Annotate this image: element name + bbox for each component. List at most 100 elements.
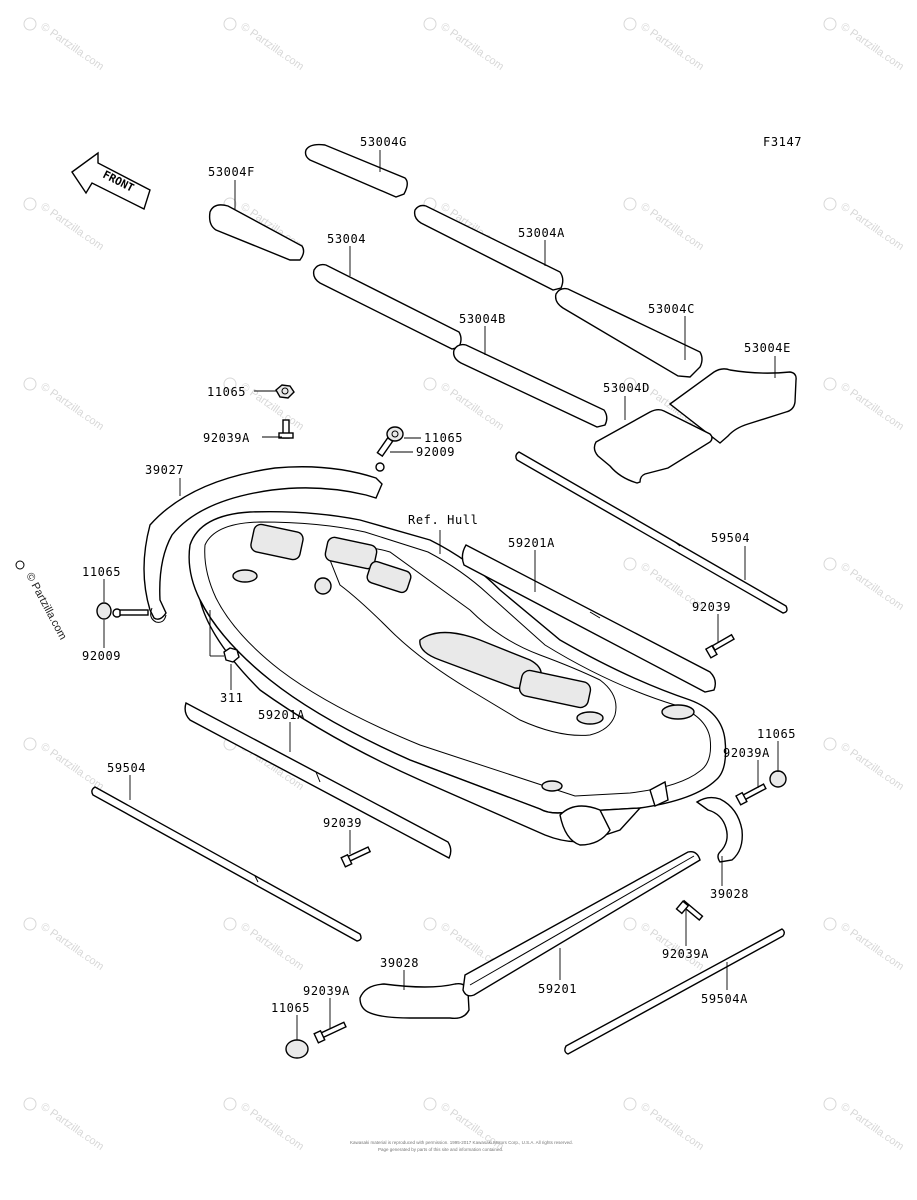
footer-line-1: Kawasaki material is reproduced with per… xyxy=(350,1140,573,1145)
label-92039A-bottom-left: 92039A xyxy=(303,984,350,998)
hull-transom-bracket xyxy=(649,780,669,807)
label-59201A-left: 59201A xyxy=(258,708,305,722)
watermark-33: © Partzilla.com xyxy=(623,1097,706,1153)
strip-59504-upper xyxy=(515,451,788,614)
label-53004A: 53004A xyxy=(518,226,565,240)
svg-text:© Partzilla.com: © Partzilla.com xyxy=(838,1101,906,1153)
bumper-39027 xyxy=(143,466,383,620)
svg-text:© Partzilla.com: © Partzilla.com xyxy=(838,561,906,613)
hull-nose-vent xyxy=(232,569,258,583)
svg-text:© Partzilla.com: © Partzilla.com xyxy=(38,921,106,973)
svg-text:© Partzilla.com: © Partzilla.com xyxy=(238,381,306,433)
bumpers xyxy=(91,451,788,1055)
svg-text:© Partzilla.com: © Partzilla.com xyxy=(638,21,706,73)
rivet-92039-left xyxy=(340,846,372,868)
watermark-24: © Partzilla.com xyxy=(823,737,906,793)
svg-text:© Partzilla.com: © Partzilla.com xyxy=(638,201,706,253)
watermark-29: © Partzilla.com xyxy=(823,917,906,973)
label-11065-mid: 11065 xyxy=(424,431,463,445)
bumper-39028-right xyxy=(695,796,743,863)
deck-mats xyxy=(208,143,797,484)
label-39028-left: 39028 xyxy=(380,956,419,970)
bumper-39027-clip xyxy=(150,607,167,623)
front-arrow-icon: FRONT xyxy=(71,151,151,210)
label-92039-right: 92039 xyxy=(692,600,731,614)
label-11065-left: 11065 xyxy=(82,565,121,579)
label-59201: 59201 xyxy=(538,982,577,996)
svg-text:© Partzilla.com: © Partzilla.com xyxy=(838,921,906,973)
watermark-31: © Partzilla.com xyxy=(223,1097,306,1153)
strip-59504-left xyxy=(91,786,362,942)
label-53004F: 53004F xyxy=(208,165,255,179)
side-watermark: © Partzilla.com xyxy=(15,560,69,642)
rivet-92039A-top xyxy=(278,419,294,439)
leader-lines xyxy=(103,150,779,1040)
watermark-19: © Partzilla.com xyxy=(823,557,906,613)
label-11065-top: 11065 xyxy=(207,385,246,399)
svg-text:© Partzilla.com: © Partzilla.com xyxy=(38,21,106,73)
watermark-20: © Partzilla.com xyxy=(23,737,106,793)
rail-59201A-right xyxy=(461,544,717,693)
watermark-3: © Partzilla.com xyxy=(423,17,506,73)
screw-92009-left xyxy=(112,608,149,618)
mat-53004D xyxy=(593,409,713,484)
label-92009-left: 92009 xyxy=(82,649,121,663)
rivet-92039A-bottom-right xyxy=(675,899,704,921)
watermark-26: © Partzilla.com xyxy=(223,917,306,973)
label-11065-right: 11065 xyxy=(757,727,796,741)
mat-53004C xyxy=(554,287,703,378)
svg-text:© Partzilla.com: © Partzilla.com xyxy=(838,381,906,433)
watermark-4: © Partzilla.com xyxy=(623,17,706,73)
mat-53004B xyxy=(452,343,608,428)
svg-text:© Partzilla.com: © Partzilla.com xyxy=(638,1101,706,1153)
svg-text:© Partzilla.com: © Partzilla.com xyxy=(838,741,906,793)
label-39027: 39027 xyxy=(145,463,184,477)
watermark-9: © Partzilla.com xyxy=(623,197,706,253)
watermark-34: © Partzilla.com xyxy=(823,1097,906,1153)
svg-text:© Partzilla.com: © Partzilla.com xyxy=(838,201,906,253)
rivet-92039A-right xyxy=(735,783,767,806)
fasteners xyxy=(96,384,787,1059)
svg-text:© Partzilla.com: © Partzilla.com xyxy=(438,21,506,73)
label-92039A-top: 92039A xyxy=(203,431,250,445)
label-59504-right: 59504 xyxy=(711,531,750,545)
svg-text:© Partzilla.com: © Partzilla.com xyxy=(38,381,106,433)
label-311: 311 xyxy=(220,691,243,705)
svg-text:© Partzilla.com: © Partzilla.com xyxy=(38,741,106,793)
mat-53004E xyxy=(668,368,797,444)
hull-rear-vent-left xyxy=(576,711,604,725)
svg-text:© Partzilla.com: © Partzilla.com xyxy=(438,1101,506,1153)
watermark-5: © Partzilla.com xyxy=(823,17,906,73)
watermark-2: © Partzilla.com xyxy=(223,17,306,73)
svg-text:© Partzilla.com: © Partzilla.com xyxy=(38,201,106,253)
mat-53004G xyxy=(304,143,408,198)
watermark-15: © Partzilla.com xyxy=(823,377,906,433)
label-53004: 53004 xyxy=(327,232,366,246)
hull-rear-vent-right xyxy=(661,704,695,720)
hull-seat xyxy=(329,547,617,736)
rivet-92039A-bottom-left xyxy=(313,1021,347,1044)
svg-text:© Partzilla.com: © Partzilla.com xyxy=(238,21,306,73)
cap-11065-left xyxy=(96,602,112,620)
label-53004G: 53004G xyxy=(360,135,407,149)
part-labels: 53004G 53004F 53004A 53004 53004C 53004B… xyxy=(82,135,796,1015)
watermark-30: © Partzilla.com xyxy=(23,1097,106,1153)
hull-storage-mid xyxy=(324,536,378,570)
label-53004D: 53004D xyxy=(603,381,650,395)
hull-storage-rear xyxy=(366,560,412,594)
svg-text:© Partzilla.com: © Partzilla.com xyxy=(838,21,906,73)
svg-text:© Partzilla.com: © Partzilla.com xyxy=(438,381,506,433)
svg-text:© Partzilla.com: © Partzilla.com xyxy=(238,921,306,973)
mat-53004F xyxy=(208,204,305,261)
watermark-25: © Partzilla.com xyxy=(23,917,106,973)
label-53004C: 53004C xyxy=(648,302,695,316)
nut-11065-mid xyxy=(386,426,404,442)
hull-storage-front xyxy=(250,523,304,561)
footer-line-2: Page generated by parts of this site and… xyxy=(378,1147,503,1152)
mat-53004 xyxy=(312,263,462,350)
footer: Kawasaki material is reproduced with per… xyxy=(350,1140,573,1152)
label-11065-bottom: 11065 xyxy=(271,1001,310,1015)
label-59504A: 59504A xyxy=(701,992,748,1006)
